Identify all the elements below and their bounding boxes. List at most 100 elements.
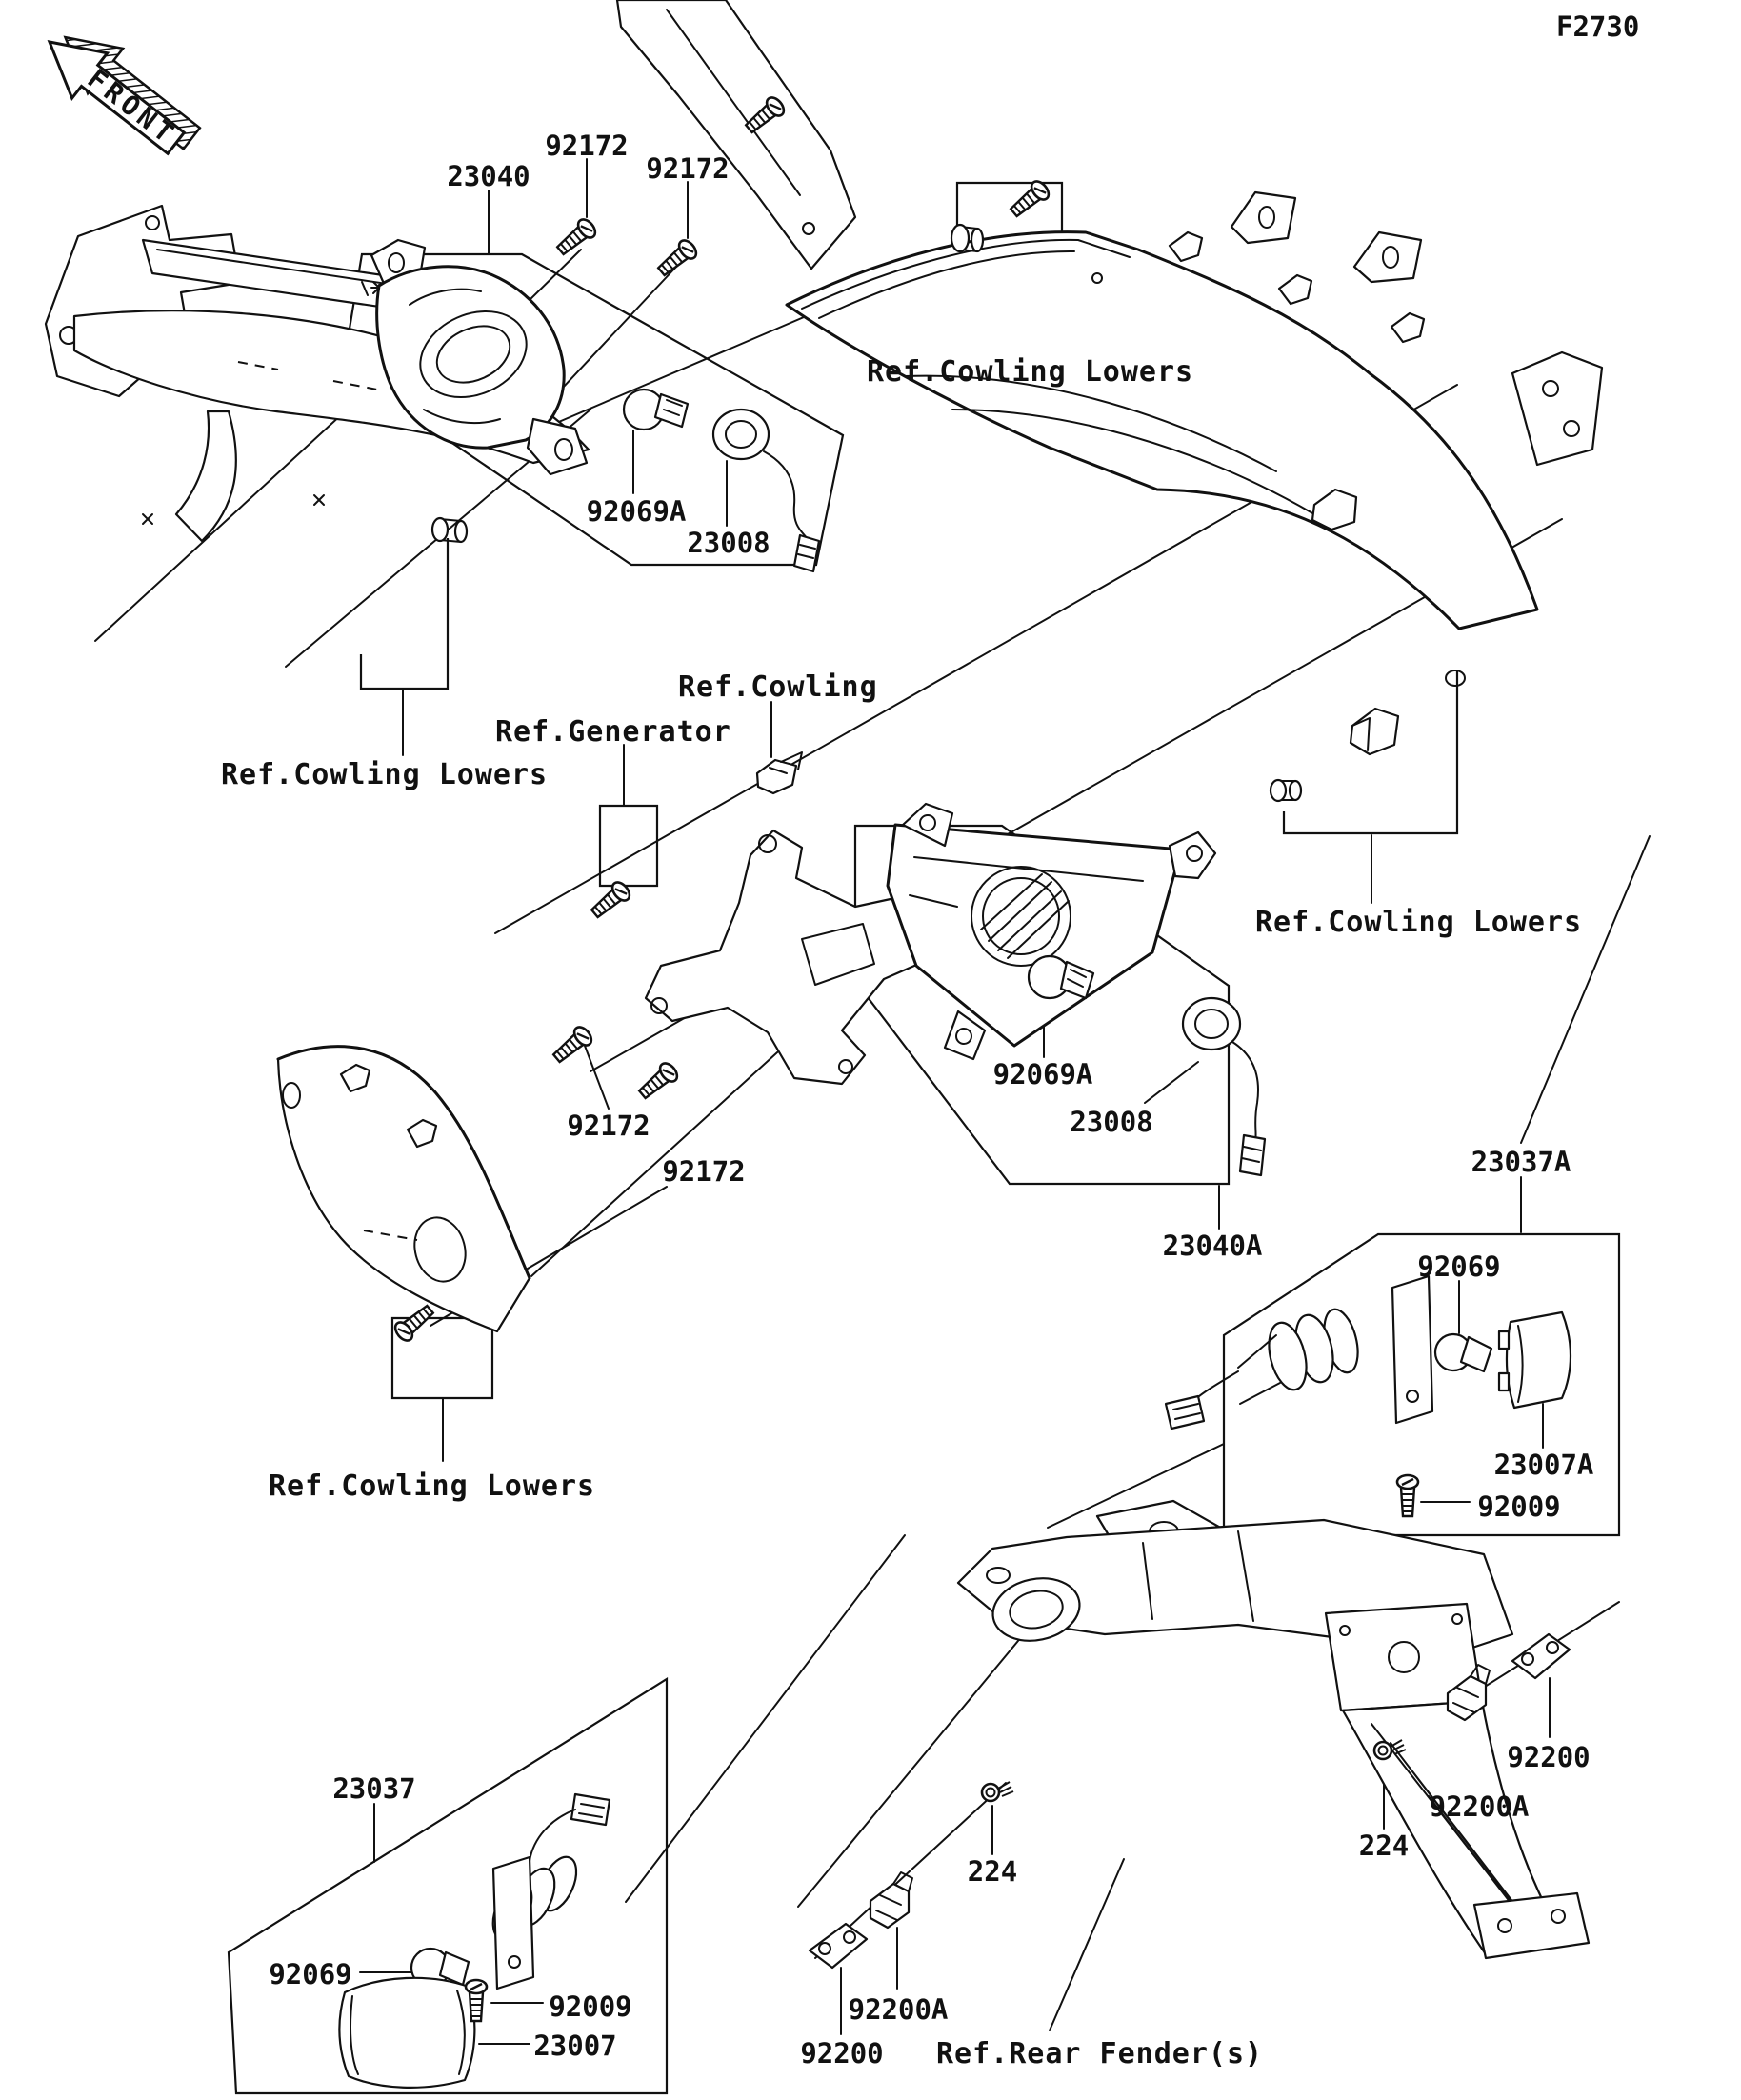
- label-92172-mid-1: 92172: [567, 1110, 650, 1142]
- label-ref-generator: Ref.Generator: [495, 715, 731, 749]
- damper-1: [1311, 488, 1358, 531]
- callout-box-right-lowers: [1282, 671, 1459, 835]
- signal-23040-lens-inner: [435, 325, 511, 384]
- gen-hole-1: [758, 834, 777, 853]
- label-92200A-right: 92200A: [1430, 1790, 1530, 1823]
- label-92069A-top: 92069A: [587, 495, 687, 528]
- label-23007: 23007: [533, 2030, 616, 2062]
- upper-panel-hole: [802, 222, 815, 235]
- upper-panel-inner: [666, 9, 801, 196]
- label-23008-mid: 23008: [1070, 1106, 1152, 1138]
- upper-panel-outline: [615, 0, 857, 270]
- label-92009-left: 92009: [549, 1990, 631, 2023]
- signal-23037A-wire: [1193, 1370, 1239, 1401]
- label-92009-right: 92009: [1477, 1490, 1560, 1523]
- fender-foot-hole-1: [1497, 1918, 1512, 1933]
- right-cowling-outline: [785, 230, 1539, 630]
- gen-hole-3: [650, 997, 668, 1014]
- callout-box-left-lowers: [359, 538, 450, 690]
- leader-23037A-long: [1520, 835, 1651, 1144]
- leader-92172-mid-1: [584, 1045, 610, 1110]
- bulb-92069A-top: [622, 388, 690, 431]
- signal-23040A-ear-left-hole: [919, 814, 936, 831]
- fender-tail-hatch: [1371, 1723, 1531, 1929]
- panel-star-2: [313, 494, 325, 506]
- clip-92200A-right: [1446, 1664, 1491, 1722]
- bulb-92069-right: [1433, 1332, 1493, 1373]
- generator-bracket-outline: [644, 829, 954, 1086]
- tab-hole-2: [1382, 246, 1399, 269]
- screw-generator-right: [634, 1058, 682, 1104]
- label-ref-cowling: Ref.Cowling: [678, 670, 878, 704]
- signal-23040A-ear-bottom-hole: [955, 1028, 972, 1045]
- right-cowling-hole: [1091, 272, 1103, 284]
- lower-panel-dash: [363, 1230, 418, 1241]
- signal-23040A-ear-bottom: [943, 1010, 987, 1061]
- fender-hole-left: [986, 1567, 1011, 1584]
- cowling-tab-1: [1230, 190, 1297, 245]
- panel-star-3: [142, 513, 153, 525]
- label-23037: 23037: [332, 1772, 415, 1805]
- screw-generator-left: [549, 1022, 596, 1068]
- signal-23040A-frame: [886, 823, 1183, 1048]
- right-cowling-sweep-1: [951, 409, 1315, 515]
- signal-23040A-ear-left: [901, 802, 954, 848]
- figure-code: F2730: [1556, 10, 1639, 43]
- pointer-fender-v1: [625, 1534, 906, 1903]
- labels: F2730 23040 92172 92172 Ref.Cowling Lowe…: [221, 10, 1639, 2070]
- pointer-fender-box: [1047, 1443, 1225, 1529]
- leader-23008-mid: [1144, 1061, 1199, 1104]
- label-23037A: 23037A: [1471, 1146, 1571, 1178]
- right-bracket-hole-1: [1542, 380, 1559, 397]
- rear-turn-signal-23037: [338, 1792, 611, 2089]
- screw-92172-top-2: [653, 235, 701, 281]
- fender-groove-2: [1237, 1530, 1254, 1622]
- rear-turn-signal-23037A: [1164, 1274, 1572, 1518]
- grommet-right: [1269, 778, 1303, 803]
- cowling-clip-ref: [755, 751, 803, 795]
- bulb-92069A-mid: [1027, 954, 1095, 1000]
- top-box-parts: [950, 176, 1053, 253]
- cowling-clip-1: [1168, 230, 1204, 263]
- signal-23037-connector: [570, 1792, 611, 1827]
- label-92200-right: 92200: [1507, 1741, 1590, 1773]
- signal-23040A-ear-right-hole: [1186, 845, 1203, 862]
- label-ref-cowling-lowers-right: Ref.Cowling Lowers: [1255, 906, 1582, 939]
- cowling-clip-3: [1390, 311, 1426, 344]
- callout-box-panel-screw: [390, 1316, 494, 1400]
- label-92172-top-2: 92172: [646, 152, 729, 185]
- panel-dash-1: [237, 361, 279, 370]
- left-lower-cowling-panel: [276, 1045, 531, 1346]
- lens-23007: [338, 1976, 476, 2089]
- signal-23037A-boot-3: [1268, 1321, 1308, 1391]
- cowling-clip-2: [1277, 273, 1313, 306]
- signal-23040A-vent-outer: [971, 866, 1071, 967]
- upper-center-panel: [615, 0, 857, 270]
- fender-plate-hole-3: [1451, 1613, 1463, 1625]
- signal-23037A-plate: [1391, 1274, 1434, 1425]
- bolt-224-bottom: [980, 1780, 1015, 1803]
- signal-23037-plate-hole: [508, 1955, 521, 1969]
- generator-bracket-cutout: [801, 923, 875, 986]
- signal-23040-detail-1: [409, 288, 482, 306]
- label-92069-left: 92069: [269, 1958, 351, 1990]
- label-23008-top: 23008: [687, 527, 770, 559]
- fender-plate-hole: [1388, 1641, 1420, 1673]
- label-92172-top-1: 92172: [545, 130, 628, 162]
- label-23040A: 23040A: [1163, 1230, 1263, 1262]
- panel-dash-2: [332, 380, 378, 390]
- screw-92009-right: [1395, 1473, 1420, 1518]
- bracket-92200-bottom: [808, 1922, 869, 1970]
- right-cowling-band-1: [801, 238, 1131, 310]
- rear-fender-stay: [956, 1499, 1591, 1960]
- lower-panel-thick-edge: [276, 1045, 531, 1280]
- screw-lower-panel: [390, 1300, 438, 1346]
- label-ref-cowling-lowers-bottomleft: Ref.Cowling Lowers: [269, 1470, 595, 1503]
- pointer-fender-v2: [797, 1630, 1028, 1908]
- fender-plate-hole-2: [1339, 1625, 1351, 1636]
- right-cowling-sweep-2: [904, 374, 1277, 472]
- signal-23037A-connector: [1164, 1394, 1206, 1430]
- cowling-tab-2: [1352, 230, 1423, 284]
- label-92172-mid-2: 92172: [662, 1155, 745, 1188]
